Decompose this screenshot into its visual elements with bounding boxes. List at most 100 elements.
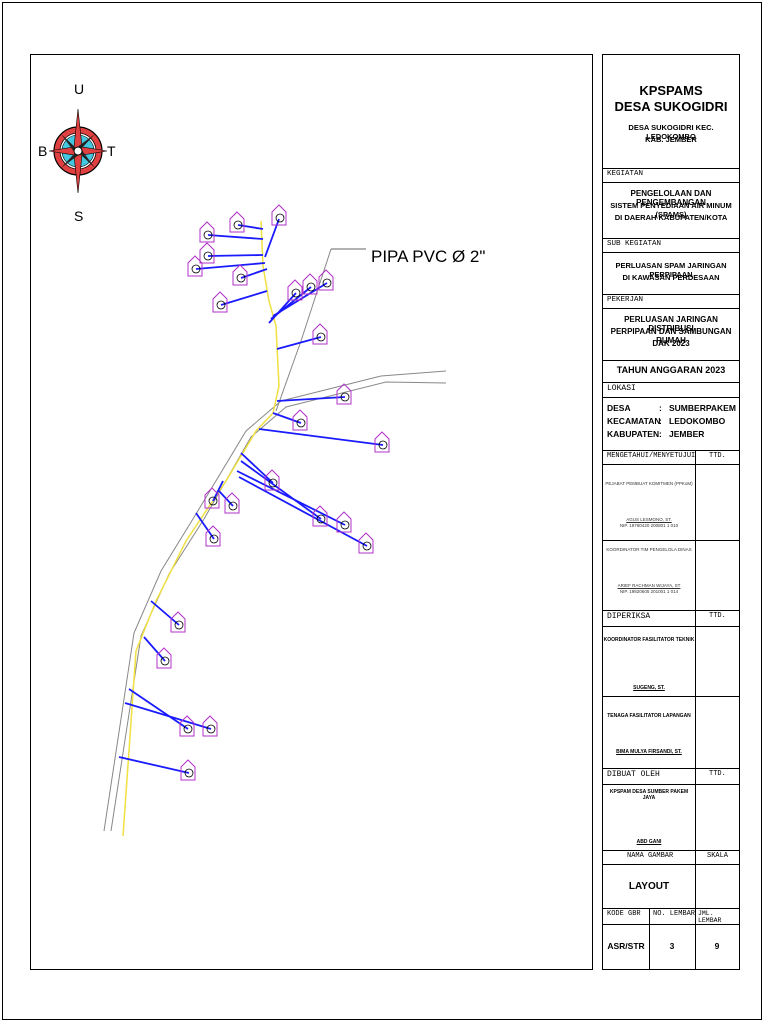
no-lembar-value: 3 [669, 941, 675, 951]
org-regency: KAB. JEMBER [645, 135, 697, 144]
kegiatan-text-2: SISTEM PENYEDIAAN AIR MINUM (SPAMS) [610, 201, 732, 219]
kegiatan-section: KEGIATAN PENGELOLAAN DAN PENGEMBANGAN SI… [603, 169, 739, 239]
org-header: KPSPAMS DESA SUKOGIDRI DESA SUKOGIDRI KE… [603, 55, 739, 169]
kecamatan-colon: : [659, 416, 662, 426]
kabupaten-value: JEMBER [669, 429, 705, 439]
road [103, 248, 447, 832]
signature-ppk: PEJABAT PEMBUAT KOMITMEN (PPKoM) AGUS LE… [603, 465, 739, 541]
sub-kegiatan-section: SUB KEGIATAN PERLUASAN SPAM JARINGAN PER… [603, 239, 739, 295]
house-icon [170, 611, 186, 633]
ttd-label-2: TTD. [709, 612, 726, 620]
ttd-label-1: TTD. [709, 452, 726, 460]
network-layout: U S B T [38, 81, 485, 837]
jml-lembar-label: JML. LEMBAR [698, 910, 722, 924]
house-icon [199, 221, 215, 243]
house-icon [318, 269, 334, 291]
pekerjaan-text-1: PERLUASAN JARINGAN DISTRIBUSI [624, 315, 718, 333]
house-icon [180, 759, 196, 781]
sub-kegiatan-text-1: PERLUASAN SPAM JARINGAN PERPIPAAN [615, 261, 727, 279]
dibuat-label: DIBUAT OLEH [607, 770, 660, 779]
houses [156, 204, 390, 781]
title-block: KPSPAMS DESA SUKOGIDRI DESA SUKOGIDRI KE… [602, 54, 740, 970]
org-village: DESA SUKOGIDRI [614, 99, 728, 114]
jml-lembar-value: 9 [714, 941, 720, 951]
desa-colon: : [659, 403, 662, 413]
kabupaten-colon: : [659, 429, 662, 439]
house-icon [292, 409, 308, 431]
house-icon [156, 647, 172, 669]
house-icon [287, 279, 303, 301]
service-lines [118, 218, 384, 774]
mengetahui-label: MENGETAHUI/MENYETUJUI [607, 452, 696, 460]
desa-key: DESA [607, 403, 631, 413]
kegiatan-text-3: DI DAERAH KABUPATEN/KOTA [614, 213, 728, 222]
nama-gambar-label: NAMA GAMBAR [627, 852, 674, 860]
kode-label: KODE GBR [607, 910, 641, 918]
diperiksa-label: DIPERIKSA [607, 612, 651, 621]
ttd-label-3: TTD. [709, 770, 726, 778]
kecamatan-value: LEDOKOMBO [669, 416, 726, 426]
drawing-name: LAYOUT [628, 881, 670, 892]
house-icon [205, 525, 221, 547]
house-icon [232, 264, 248, 286]
sign2-nip: NIP. 19820605 201001 1 014 [619, 589, 679, 594]
org-address: DESA SUKOGIDRI KEC. LEDOKOMBO [628, 123, 714, 141]
sign2-role: KOORDINATOR TIM PENGELOLA DINAS [606, 547, 692, 552]
house-icon [312, 505, 328, 527]
kode-values: ASR/STR 3 9 [603, 925, 739, 969]
sub-kegiatan-text-2: DI KAWASAN PERDESAAN [622, 273, 720, 282]
diperiksa-header: DIPERIKSA TTD. [603, 611, 739, 627]
house-icon [374, 431, 390, 453]
nama-gambar-header: NAMA GAMBAR SKALA [603, 851, 739, 865]
kegiatan-label: KEGIATAN [607, 170, 644, 178]
org-name: KPSPAMS [639, 83, 703, 98]
pekerjaan-label: PEKERJAN [607, 296, 644, 304]
kode-value: ASR/STR [607, 941, 645, 951]
compass-south-label: S [74, 208, 83, 224]
house-icon [199, 242, 215, 264]
kecamatan-key: KECAMATAN [607, 416, 661, 426]
kode-header: KODE GBR NO. LEMBAR JML. LEMBAR [603, 909, 739, 925]
nama-gambar-value: LAYOUT [603, 865, 739, 909]
house-icon [336, 383, 352, 405]
kabupaten-key: KABUPATEN [607, 429, 660, 439]
sign4-name: BIMA MULYA FIRSANDI, ST. [616, 749, 682, 755]
signature-kpspam: KPSPAM DESA SUMBER PAKEM JAYA ABD GANI [603, 785, 739, 851]
skala-label: SKALA [707, 852, 729, 860]
house-icon [312, 323, 328, 345]
house-icon [302, 273, 318, 295]
house-icon [212, 291, 228, 313]
signature-koordinator-fasilitator: KOORDINATOR FASILITATOR TEKNIK SUGENG, S… [603, 627, 739, 697]
sign3-name: SUGENG, ST. [633, 685, 665, 691]
signature-fasilitator-lapangan: TENAGA FASILITATOR LAPANGAN BIMA MULYA F… [603, 697, 739, 769]
compass-west-label: B [38, 143, 47, 159]
dibuat-header: DIBUAT OLEH TTD. [603, 769, 739, 785]
sign4-role: TENAGA FASILITATOR LAPANGAN [607, 713, 691, 719]
mengetahui-header: MENGETAHUI/MENYETUJUI TTD. [603, 451, 739, 465]
compass-north-label: U [74, 81, 84, 97]
compass-rose [48, 108, 108, 194]
house-icon [187, 255, 203, 277]
house-icon [264, 469, 280, 491]
pekerjaan-text-3: DAK 2023 [652, 339, 690, 348]
sign5-name: ABD GANI [636, 839, 662, 845]
drawing-area: U S B T [30, 54, 593, 970]
house-icon [358, 532, 374, 554]
house-icon [271, 204, 287, 226]
signature-koordinator-dinas: KOORDINATOR TIM PENGELOLA DINAS ARIEF RA… [603, 541, 739, 611]
pipe-size-label: PIPA PVC Ø 2" [371, 247, 485, 266]
sign1-role: PEJABAT PEMBUAT KOMITMEN (PPKoM) [605, 481, 693, 486]
house-icon [336, 511, 352, 533]
sign1-nip: NIP. 19760420 200801 1 010 [619, 523, 679, 528]
house-icon [224, 492, 240, 514]
main-pipe [122, 220, 280, 837]
tahun-anggaran-text: TAHUN ANGGARAN 2023 [616, 365, 726, 375]
house-icon [204, 487, 220, 509]
sub-kegiatan-label: SUB KEGIATAN [607, 240, 662, 248]
house-icon [179, 715, 195, 737]
desa-value: SUMBERPAKEM [669, 403, 736, 413]
sign3-role: KOORDINATOR FASILITATOR TEKNIK [603, 637, 695, 643]
kegiatan-text-1: PENGELOLAAN DAN PENGEMBANGAN [630, 189, 712, 207]
sign1-name: AGUS LESMONO, ST. [626, 517, 672, 522]
